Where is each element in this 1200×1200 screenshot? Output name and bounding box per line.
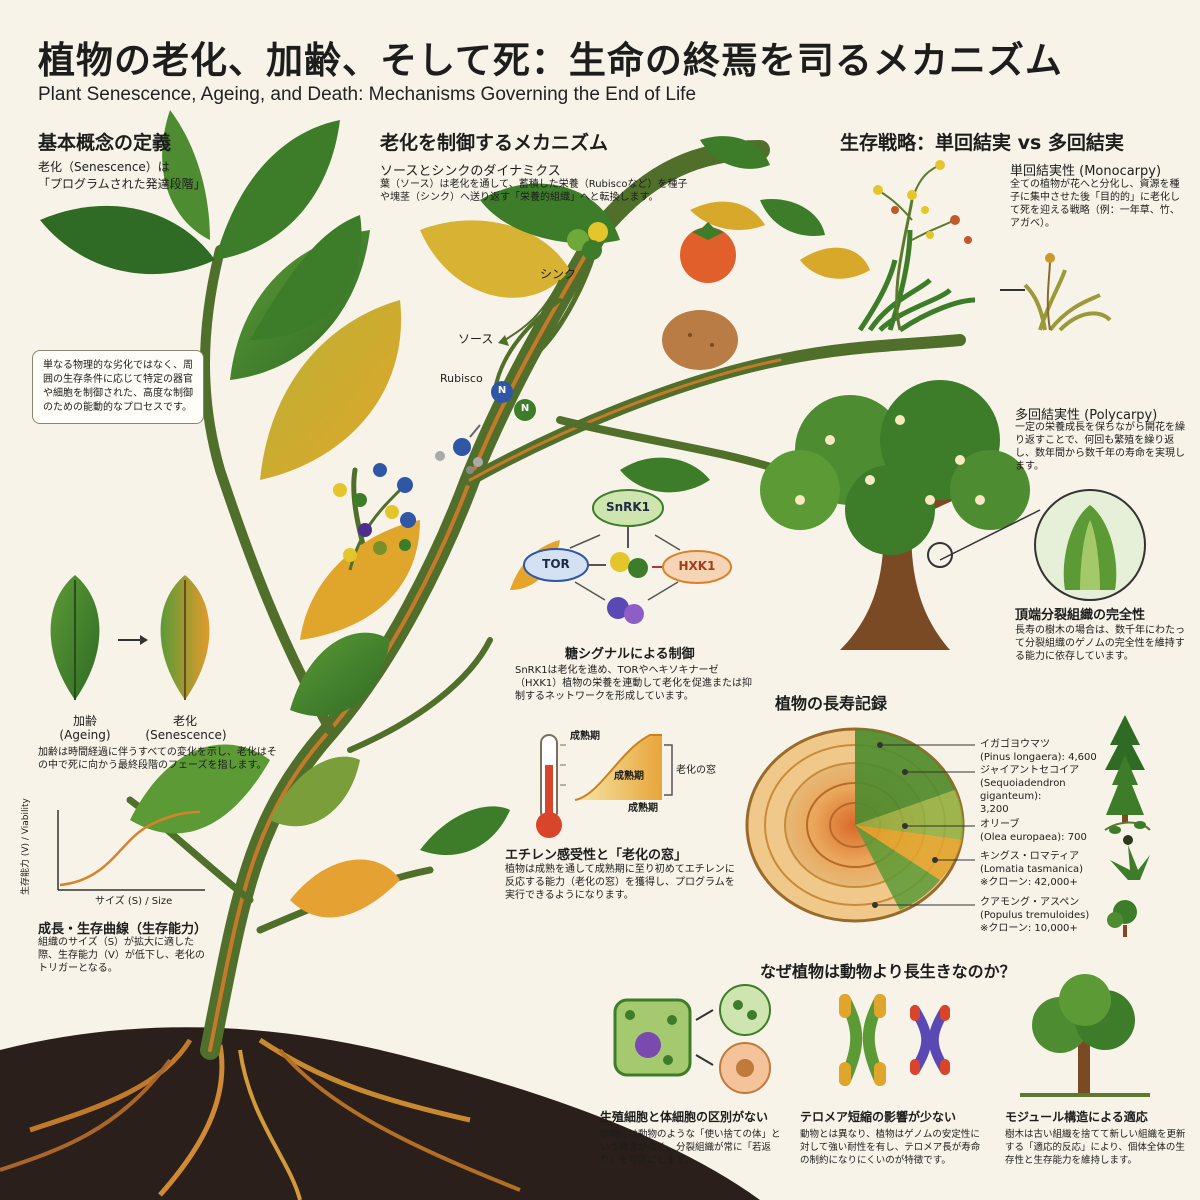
polycarpy-title: 多回結実性 (Polycarpy) (1015, 408, 1158, 423)
senescence-definition-line2: 「プログラムされた発達段階」 (38, 177, 206, 191)
sugar-signal-network-icon (523, 489, 732, 624)
why-item-1-desc: 植物には動物のような「使い捨ての体」という概念がなく、分裂組織が常に「若返り」を… (600, 1129, 781, 1166)
green-cell-icon (719, 984, 771, 1036)
nitrogen-label-2: N (520, 403, 530, 414)
source-sink-description: 葉（ソース）は老化を通して、蓄積した栄養（Rubiscoなど）を種子や塊茎（シン… (380, 179, 688, 203)
sequoia-icon (1106, 755, 1144, 823)
dead-monocarpic-plant-icon (1023, 253, 1112, 332)
thermometer-bottom-label: 成熟期 (628, 803, 658, 814)
arrow-right-icon (118, 635, 148, 645)
potato-icon (662, 310, 738, 370)
modular-tree-icon (1020, 974, 1150, 1097)
thermometer-mid-label: 成熟期 (614, 771, 644, 782)
tor-node: TOR (542, 557, 570, 571)
growth-curve-description: 組織のサイズ（S）が拡大に適した際、生存能力（V）が低下し、老化のトリガーとなる… (38, 937, 205, 974)
record-name: ジャイアントセコイア (980, 765, 1080, 776)
aspen-icon (1107, 900, 1137, 937)
ageing-leaf-icon (50, 575, 100, 700)
why-item-1-title: 生殖細胞と体細胞の区別がない (600, 1110, 769, 1124)
molecule-icon (435, 381, 536, 474)
record-latin: (Sequoiadendron giganteum): (980, 778, 1066, 802)
why-item-3-title: モジュール構造による適応 (1005, 1110, 1148, 1124)
pea-cluster-icon (567, 222, 608, 260)
monocarpy-title: 単回結実性 (Monocarpy) (1010, 164, 1162, 179)
ageing-label-jp: 加齢 (72, 714, 97, 728)
sugar-signal-heading: 糖シグナルによる制御 (565, 647, 695, 662)
snrk1-node: SnRK1 (605, 500, 651, 514)
ageing-label-en: (Ageing) (59, 728, 111, 742)
ethylene-heading: エチレン感受性と「老化の窓」 (505, 848, 688, 863)
record-latin: (Pinus longaera): 4,600 (980, 752, 1097, 763)
record-populus: クアモング・アスペン (Populus tremuloides) ※クローン: … (980, 896, 1100, 935)
chart-xlabel: サイズ (S) / Size (95, 896, 173, 907)
sink-label: シンク (540, 267, 577, 281)
record-years: ※クローン: 42,000+ (980, 877, 1078, 888)
senescence-label-en: (Senescence) (145, 728, 227, 742)
rubisco-label: Rubisco (440, 372, 483, 385)
nitrogen-label: N (497, 385, 507, 396)
nutrient-cluster-icon (333, 463, 416, 571)
definition-callout: 単なる物理的な劣化ではなく、周囲の生存条件に応じて特定の器官や細胞を制御された、… (32, 350, 204, 424)
hxk1-node: HXK1 (678, 559, 716, 573)
monocarpy-description: 全ての植物が花へと分化し、資源を種子に集中させた後「目的的」に老化して死を迎える… (1010, 179, 1180, 229)
lomatia-icon (1110, 845, 1150, 880)
senescence-definition-line1: 老化（Senescence）は (38, 160, 170, 174)
why-heading: なぜ植物は動物より長生きなのか？ (760, 962, 1016, 981)
meristem-zoom-icon (927, 489, 1146, 601)
soil-roots-icon (0, 1027, 760, 1200)
longevity-heading: 植物の長寿記録 (775, 694, 888, 713)
record-lomatia: キングス・ロマティア (Lomatia tasmanica) ※クローン: 42… (980, 850, 1100, 889)
thermometer-top-label: 成熟期 (570, 731, 600, 742)
senescence-label-jp: 老化 (172, 714, 197, 728)
senescent-leaf-icon (160, 575, 210, 700)
tree-icon (760, 380, 1030, 650)
meristem-title: 頂端分裂組織の完全性 (1015, 608, 1146, 623)
chart-ylabel: 生存能力 (V) / Viability (21, 798, 31, 895)
ethylene-description: 植物は成熟を通して成熟期に至り初めてエチレンに反応する能力（老化の窓）を獲得し、… (505, 864, 735, 901)
record-years: 3,200 (980, 804, 1009, 815)
record-latin: (Olea europaea): 700 (980, 832, 1087, 843)
growth-curve-heading: 成長・生存曲線（生存能力） (38, 922, 208, 937)
cell-icon (613, 998, 692, 1077)
record-name: キングス・ロマティア (980, 851, 1080, 862)
record-name: クアモング・アスペン (980, 897, 1080, 908)
monocarpic-plant-icon (857, 160, 976, 333)
sugar-signal-description: SnRK1は老化を進め、TORやヘキソキナーゼ（HXK1）植物の栄養を連動して老… (515, 665, 752, 702)
record-name: オリーブ (980, 819, 1020, 830)
page-title: 植物の老化、加齢、そして死：生命の終焉を司るメカニズム (38, 39, 1063, 82)
record-pinus: イガゴヨウマツ (Pinus longaera): 4,600 (980, 738, 1100, 764)
why-item-2-title: テロメア短縮の影響が少ない (800, 1110, 957, 1124)
record-name: イガゴヨウマツ (980, 739, 1050, 750)
olive-icon (1104, 821, 1151, 845)
why-item-2-desc: 動物とは異なり、植物はゲノムの安定性に対して強い耐性を有し、テロメア長が寿命の制… (800, 1129, 981, 1166)
strategy-heading: 生存戦略：単回結実 vs 多回結実 (840, 132, 1124, 154)
source-sink-heading: ソースとシンクのダイナミクス (380, 164, 561, 179)
page-subtitle: Plant Senescence, Ageing, and Death: Mec… (38, 84, 697, 105)
animal-cell-icon (719, 1042, 771, 1094)
record-latin: (Lomatia tasmanica) (980, 864, 1084, 875)
meristem-description: 長寿の樹木の場合は、数千年にわたって分裂組織のゲノムの完全性を維持する能力に依存… (1015, 625, 1185, 662)
record-latin: (Populus tremuloides) (980, 910, 1090, 921)
tree-ring-icon (745, 727, 975, 923)
why-item-3-desc: 樹木は古い組織を捨てて新しい組織を更新する「適応的反応」により、個体全体の生存性… (1005, 1129, 1186, 1166)
source-arrow-icon (498, 279, 561, 346)
senescence-window-chart (574, 734, 673, 801)
tomato-icon (680, 222, 736, 283)
record-olea: オリーブ (Olea europaea): 700 (980, 818, 1100, 844)
record-years: ※クローン: 10,000+ (980, 923, 1078, 934)
arrow-right-icon (695, 1009, 714, 1066)
thermometer-icon (536, 734, 566, 838)
leaf-icon (40, 110, 870, 918)
source-label: ソース (458, 332, 494, 346)
viability-curve-chart (57, 810, 205, 891)
control-heading: 老化を制御するメカニズム (380, 132, 609, 154)
chromosome-icon (839, 994, 950, 1086)
polycarpy-description: 一定の栄養成長を保ちながら開花を繰り返すことで、何回も繁殖を繰り返し、数年間から… (1015, 422, 1185, 472)
basics-heading: 基本概念の定義 (38, 132, 172, 154)
window-label: 老化の窓 (676, 765, 716, 776)
record-sequoia: ジャイアントセコイア (Sequoiadendron giganteum): 3… (980, 764, 1110, 816)
ageing-description: 加齢は時間経過に伴うすべての変化を示し、老化はその中で死に向かう最終段階のフェー… (38, 747, 277, 771)
